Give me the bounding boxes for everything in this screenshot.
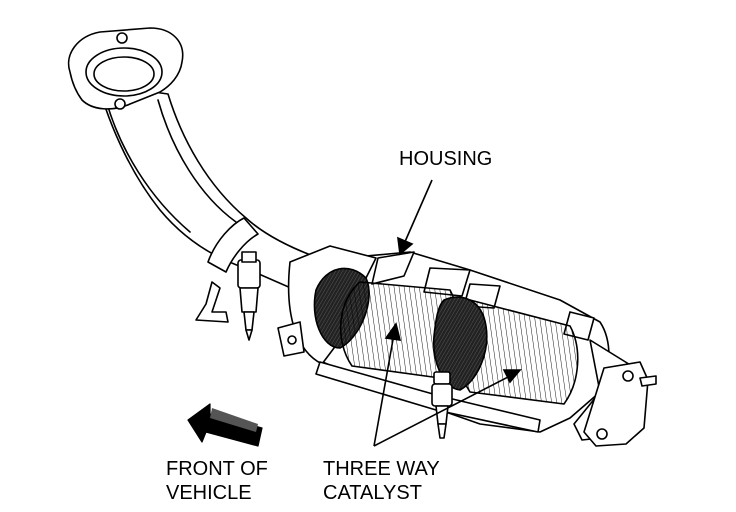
catalyst-leader-arrowhead-right	[502, 369, 522, 384]
pipe-joint-ring	[207, 217, 259, 273]
front-of-vehicle-label-line1: FRONT OF	[166, 458, 268, 480]
housing-rib-1	[371, 251, 415, 285]
catalyst-leader-arrowhead-left	[384, 322, 402, 341]
outlet-bolt-hole-upper	[622, 370, 634, 382]
inlet-mount-hole	[287, 335, 297, 345]
left-arrow-icon	[187, 403, 263, 447]
outlet-flange	[583, 361, 649, 447]
catalyst-leader-line-left	[373, 333, 395, 447]
outlet-stud	[639, 375, 657, 387]
flange-port-inner	[93, 56, 155, 92]
housing-leader-arrowhead	[397, 236, 414, 256]
catalyst-leader-line-right	[373, 375, 511, 447]
upstream-oxygen-sensor	[237, 251, 261, 341]
housing-leader-line	[403, 179, 433, 245]
outlet-bolt-hole-lower	[596, 428, 608, 440]
front-of-vehicle-label-line2: VEHICLE	[166, 482, 252, 504]
pipe-seam-2	[157, 99, 237, 223]
three-way-catalyst-label-line2: CATALYST	[323, 482, 422, 504]
pipe-seam	[105, 99, 191, 233]
mounting-bracket	[195, 281, 229, 323]
three-way-catalyst-label-line1: THREE WAY	[323, 458, 440, 480]
flange-bolt-hole-upper	[116, 32, 128, 44]
catalyst-end-face	[432, 296, 488, 391]
flange-bolt-hole-lower	[114, 98, 126, 110]
downstream-oxygen-sensor	[431, 371, 453, 439]
housing-label: HOUSING	[399, 148, 493, 170]
